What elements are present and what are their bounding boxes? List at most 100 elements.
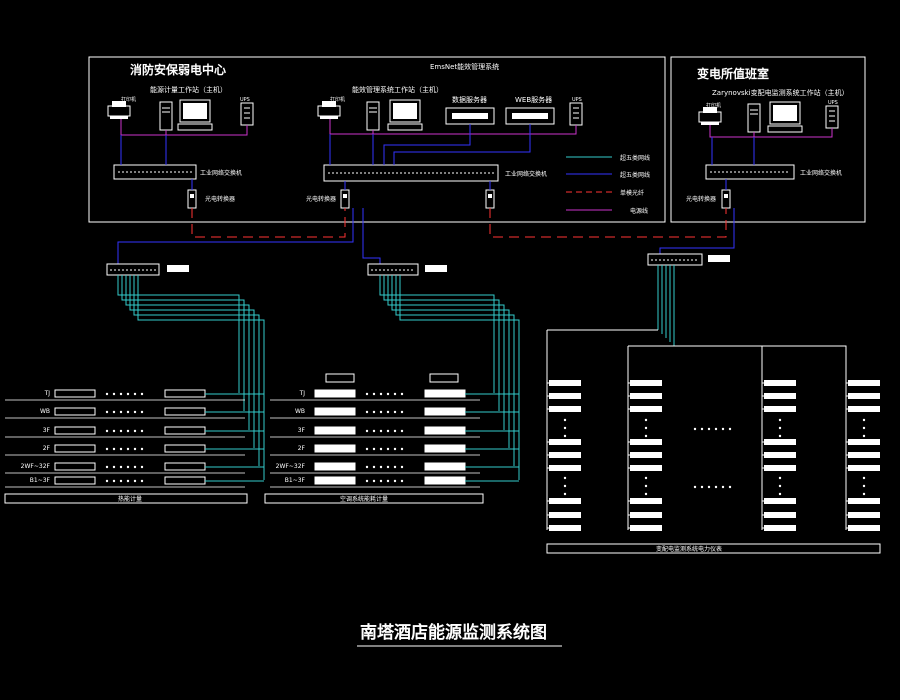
ellipsis-dot xyxy=(365,465,369,469)
ellipsis-dot xyxy=(563,476,567,480)
meter-box xyxy=(314,476,356,485)
ellipsis-dot xyxy=(862,426,866,430)
ellipsis-dot xyxy=(372,410,376,414)
meter-header-box xyxy=(325,373,355,383)
ellipsis-dot xyxy=(400,410,404,414)
meter-box xyxy=(314,389,356,398)
cable-line xyxy=(395,275,515,466)
cable-bundle-1 xyxy=(117,275,265,480)
floor-label: 2WF~32F xyxy=(276,463,306,470)
cable-bundle-2 xyxy=(379,275,520,480)
frame-substation-room xyxy=(670,56,866,223)
ellipsis-dot xyxy=(400,465,404,469)
tower-pc-icon xyxy=(747,103,761,133)
power-meter xyxy=(630,465,662,471)
ellipsis-dot xyxy=(379,479,383,483)
server-label-data: 数据服务器 xyxy=(452,95,487,104)
fiber-link xyxy=(191,208,346,238)
converter-port xyxy=(488,194,492,198)
ellipsis-dot xyxy=(365,447,369,451)
tower-pc-icon xyxy=(159,101,173,131)
cable-line xyxy=(129,275,255,448)
meter-box xyxy=(164,389,206,398)
ellipsis-dot xyxy=(644,492,648,496)
ellipsis-dot xyxy=(105,465,109,469)
ellipsis-dot xyxy=(105,410,109,414)
meter-box xyxy=(164,407,206,416)
legend-label: 超五类网线 xyxy=(620,154,650,162)
ellipsis-dot xyxy=(119,479,123,483)
ellipsis-dot xyxy=(365,392,369,396)
power-meter xyxy=(848,465,880,471)
ellipsis-dot xyxy=(644,484,648,488)
workstation-label-mgmt: 能效管理系统工作站（主机） xyxy=(352,85,443,94)
switch-label-right: 工业网络交换机 xyxy=(800,169,842,177)
floor-label: 2WF~32F xyxy=(21,463,51,470)
panel-caption-box xyxy=(264,493,484,504)
ellipsis-dot xyxy=(721,485,725,489)
ellipsis-dot xyxy=(379,465,383,469)
power-meter xyxy=(848,393,880,399)
legend: 超五类网线 超五类网线 单模光纤 电源线 xyxy=(566,154,650,215)
ellipsis-dot xyxy=(778,492,782,496)
printer-icon xyxy=(317,101,341,119)
ellipsis-dot xyxy=(112,447,116,451)
power-meter xyxy=(764,452,796,458)
ellipsis-dot xyxy=(400,479,404,483)
ellipsis-dot xyxy=(133,392,137,396)
converter-right xyxy=(721,189,731,209)
ellipsis-dot xyxy=(778,476,782,480)
frame-main-room xyxy=(88,56,666,223)
power-meter xyxy=(630,380,662,386)
diagram-title: 南塔酒店能源监测系统图 xyxy=(360,622,547,643)
ellipsis-dot xyxy=(372,392,376,396)
converter-left xyxy=(187,189,197,209)
panel-caption-power: 变配电监测系统电力仪表 xyxy=(656,545,722,553)
ellipsis-dot xyxy=(112,410,116,414)
ellipsis-dot xyxy=(728,485,732,489)
ups-icon xyxy=(240,102,254,126)
meter-box xyxy=(424,444,466,453)
cable-line xyxy=(379,275,495,393)
ellipsis-dot xyxy=(644,476,648,480)
ellipsis-dot xyxy=(379,410,383,414)
ellipsis-dot xyxy=(862,476,866,480)
meter-box xyxy=(314,407,356,416)
ellipsis-dot xyxy=(393,392,397,396)
legend-label: 电源线 xyxy=(630,207,648,215)
ellipsis-dot xyxy=(126,479,130,483)
converter-port xyxy=(190,194,194,198)
ellipsis-dot xyxy=(400,392,404,396)
ellipsis-dot xyxy=(393,410,397,414)
panel-caption-box xyxy=(4,493,248,504)
floor-label: 3F xyxy=(43,427,51,434)
panel-caption-heat: 热能计量 xyxy=(118,495,142,503)
workstation-label-energy: 能源计量工作站（主机） xyxy=(150,85,227,94)
floor-label: B1~3F xyxy=(285,477,306,484)
server-icon xyxy=(445,107,495,125)
ellipsis-dot xyxy=(862,492,866,496)
panel-caption-box xyxy=(546,543,881,554)
ellipsis-dot xyxy=(372,479,376,483)
meter-header-box xyxy=(429,373,459,383)
power-meter xyxy=(764,525,796,531)
ellipsis-dot xyxy=(778,426,782,430)
meter-box xyxy=(314,426,356,435)
switch-tag xyxy=(425,265,447,272)
printer-label: 打印机 xyxy=(121,96,136,103)
meter-box xyxy=(54,407,96,416)
power-meter xyxy=(764,465,796,471)
ellipsis-dot xyxy=(386,447,390,451)
cable-line xyxy=(399,275,520,480)
network-cable xyxy=(393,124,531,165)
ellipsis-dot xyxy=(778,418,782,422)
ellipsis-dot xyxy=(644,434,648,438)
ellipsis-dot xyxy=(563,426,567,430)
network-switch-left xyxy=(113,164,197,180)
ellipsis-dot xyxy=(119,410,123,414)
ellipsis-dot xyxy=(126,465,130,469)
power-meter xyxy=(764,380,796,386)
ellipsis-dot xyxy=(372,429,376,433)
